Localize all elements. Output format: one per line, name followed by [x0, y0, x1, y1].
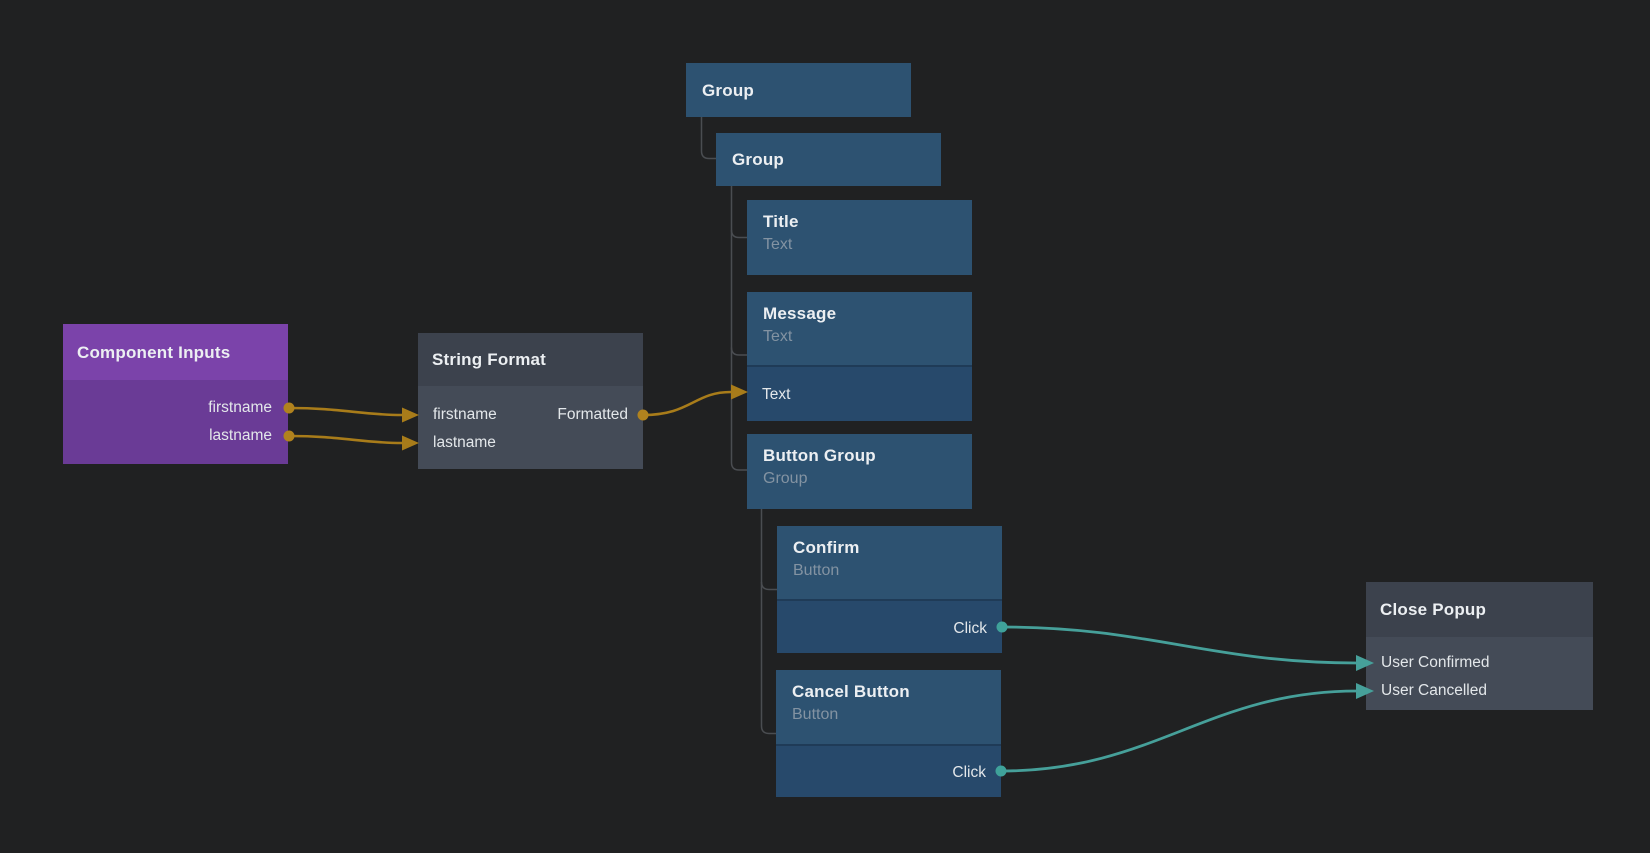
node-body: firstname Formatted lastname [418, 386, 643, 457]
node-subtitle: Button [792, 706, 839, 723]
node-cancel-button[interactable]: Cancel Button Button Click [776, 670, 1001, 797]
node-title: Title [763, 212, 799, 231]
port-click-output[interactable]: Click [776, 759, 1001, 787]
port-label: Text [762, 386, 791, 403]
node-header: Component Inputs [63, 324, 288, 380]
node-subtitle: Text [763, 328, 793, 345]
node-title: Cancel Button [792, 682, 910, 701]
node-body: User Confirmed User Cancelled [1366, 637, 1593, 705]
node-title: Close Popup [1380, 600, 1487, 619]
node-close-popup[interactable]: Close Popup User Confirmed User Cancelle… [1366, 582, 1593, 710]
node-string-format[interactable]: String Format firstname Formatted lastna… [418, 333, 643, 469]
tree-branch-message [730, 347, 747, 356]
tree-branch-title [730, 229, 747, 239]
port-user-cancelled-input[interactable]: User Cancelled [1366, 677, 1593, 705]
node-title: Group [732, 150, 784, 169]
wire-firstname-to-stringformat[interactable] [288, 406, 403, 417]
port-text-input[interactable]: Text [747, 381, 972, 409]
port-firstname-output[interactable]: firstname [63, 394, 288, 422]
port-lastname-input[interactable]: lastname [418, 429, 643, 457]
node-subtitle: Text [763, 236, 793, 253]
port-lastname-output[interactable]: lastname [63, 422, 288, 450]
wire-formatted-to-message-text[interactable] [642, 390, 732, 417]
node-body: firstname lastname [63, 380, 288, 450]
port-label: lastname [209, 427, 272, 444]
port-user-confirmed-input[interactable]: User Confirmed [1366, 649, 1593, 677]
node-header: Close Popup [1366, 582, 1593, 637]
node-port-section: Text [747, 365, 972, 421]
arrowhead-lastname-input [402, 435, 419, 451]
node-button-group[interactable]: Button Group Group [747, 434, 972, 509]
node-title: Group [702, 80, 754, 100]
node-title: Component Inputs [77, 342, 231, 362]
tree-line-group1-group2 [700, 117, 716, 160]
arrowhead-text-input [731, 384, 748, 400]
port-click-output[interactable]: Click [777, 615, 1002, 643]
tree-line-buttongroup-children [760, 509, 776, 735]
node-port-section: Click [776, 744, 1001, 797]
node-title: String Format [432, 350, 547, 369]
node-component-inputs[interactable]: Component Inputs firstname lastname [63, 324, 288, 464]
node-title: Confirm [793, 538, 860, 557]
wire-confirm-click-to-user-confirmed[interactable] [1001, 625, 1358, 665]
port-label: Click [952, 764, 986, 781]
node-port-section: Click [777, 599, 1002, 653]
node-title: Message [763, 304, 837, 323]
tree-branch-confirm [760, 581, 777, 591]
port-label: User Cancelled [1381, 682, 1487, 699]
node-message-text[interactable]: Message Text Text [747, 292, 972, 421]
node-header: String Format [418, 333, 643, 386]
port-label: firstname [208, 399, 272, 416]
node-title-text[interactable]: Title Text [747, 200, 972, 275]
wire-lastname-to-stringformat[interactable] [288, 434, 403, 445]
port-label: Click [953, 620, 987, 637]
port-formatted-output: Formatted [557, 406, 628, 423]
node-subtitle: Button [793, 562, 840, 579]
wire-cancel-click-to-user-cancelled[interactable] [1000, 689, 1358, 773]
node-group-child[interactable]: Group [716, 133, 941, 186]
node-subtitle: Group [763, 470, 808, 487]
port-row[interactable]: firstname Formatted [418, 401, 643, 429]
port-label: User Confirmed [1381, 654, 1490, 671]
node-group-root[interactable]: Group [686, 63, 911, 117]
port-label: lastname [433, 434, 496, 451]
arrowhead-firstname-input [402, 407, 419, 423]
tree-line-group2-children [730, 186, 747, 471]
port-firstname-input: firstname [433, 406, 497, 423]
node-title: Button Group [763, 446, 876, 465]
node-confirm-button[interactable]: Confirm Button Click [777, 526, 1002, 653]
